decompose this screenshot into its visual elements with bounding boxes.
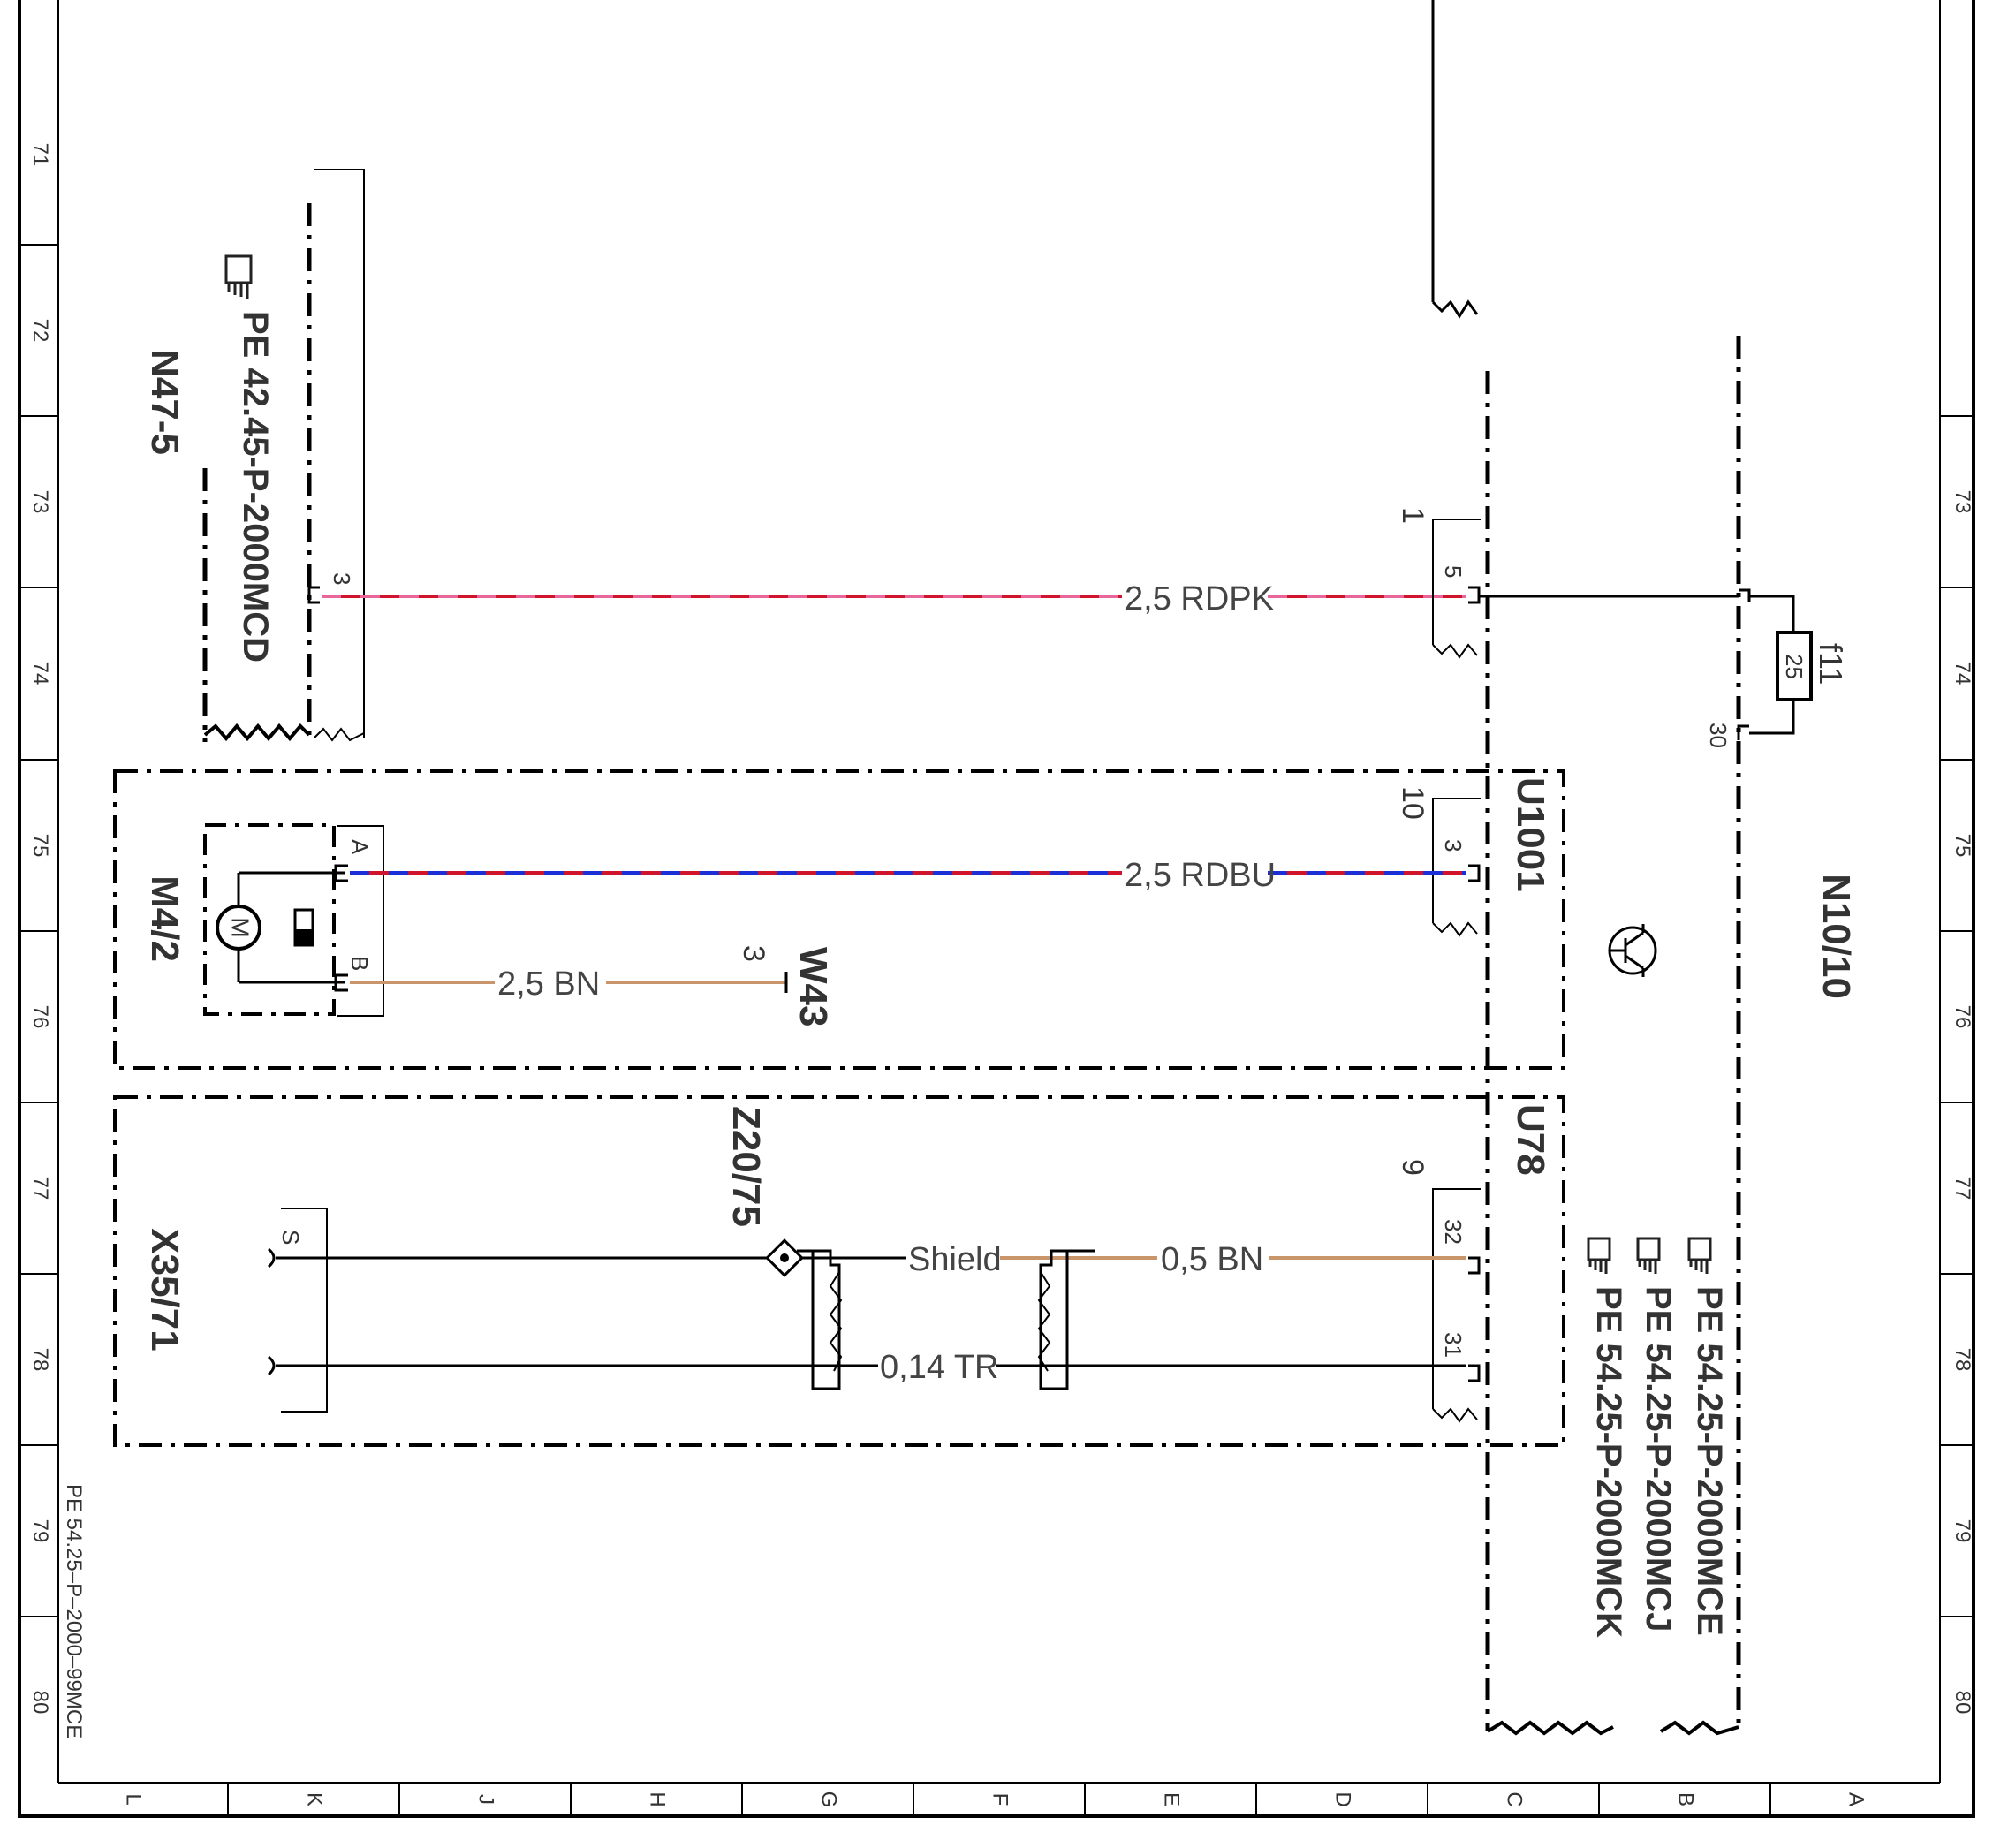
fuse-rating: 25	[1781, 654, 1807, 679]
n47-5-module: N47-5 PE 42.45-P-2000MCD 3	[143, 169, 365, 742]
u1001-label: U1001	[1509, 777, 1552, 892]
shield-wire-label: Shield	[908, 1241, 1002, 1278]
column-grid-bottom: L K J H G F E D C B A	[122, 1783, 1868, 1816]
connector-9-label: 9	[1396, 1159, 1429, 1176]
fuse-label: f11	[1813, 643, 1849, 685]
col-label-G: G	[817, 1791, 841, 1808]
m4-2-label: M4/2	[143, 875, 186, 962]
hand-pointer-icon	[1687, 1237, 1712, 1274]
n47-pin-number: 3	[329, 572, 355, 585]
hand-pointer-icon	[1636, 1237, 1661, 1274]
col-label-A: A	[1845, 1792, 1868, 1806]
wire-rdbu: 2,5 RDBU	[350, 857, 1466, 894]
hand-pointer-icon	[224, 254, 253, 299]
row-label-72: 72	[28, 319, 52, 343]
motor-symbol: M	[227, 917, 254, 937]
row-label-76: 76	[28, 1005, 52, 1029]
col-label-F: F	[989, 1793, 1012, 1806]
connector-1-pin: 5	[1440, 565, 1466, 578]
row-label-75: 75	[28, 834, 52, 858]
n47-5-reference: PE 42.45-P-2000MCD	[236, 311, 275, 663]
rdpk-wire-label: 2,5 RDPK	[1125, 580, 1274, 617]
connector-1-label: 1	[1396, 507, 1429, 524]
shield-connector-icon	[765, 1238, 804, 1277]
row-label-80-right: 80	[1951, 1691, 1974, 1715]
wire-from-top	[1431, 0, 1479, 319]
drawing-frame	[18, 0, 1975, 1818]
u1001-box: U1001 M4/2 A B M 2,5 RDBU	[113, 769, 1565, 1070]
connector-10-label: 10	[1396, 786, 1429, 820]
rdbu-wire-label: 2,5 RDBU	[1125, 857, 1276, 894]
row-label-79-right: 79	[1951, 1519, 1974, 1543]
col-label-L: L	[122, 1793, 146, 1805]
row-label-77-right: 77	[1951, 1177, 1974, 1200]
n10-10-module: 25 f11 30 N10/10 PE 54.25-P-2000MCE PE 5…	[1479, 336, 1858, 1736]
row-label-74-right: 74	[1951, 662, 1974, 685]
col-label-B: B	[1674, 1792, 1698, 1806]
col-label-D: D	[1331, 1791, 1355, 1806]
x35-pin-s: S	[277, 1230, 304, 1245]
w43-label: W43	[792, 947, 835, 1026]
col-label-C: C	[1503, 1791, 1527, 1806]
row-label-77: 77	[28, 1177, 52, 1200]
row-label-78: 78	[28, 1348, 52, 1372]
n10-10-reference-3: PE 54.25-P-2000MCK	[1589, 1286, 1628, 1638]
z20-75-label: Z20/75	[724, 1106, 768, 1227]
wire-rdpk: 2,5 RDPK	[322, 580, 1466, 617]
col-label-E: E	[1160, 1792, 1184, 1806]
row-label-71: 71	[28, 143, 52, 167]
switch-icon	[293, 908, 314, 947]
col-label-K: K	[303, 1792, 327, 1806]
connector-9-pin-32: 32	[1440, 1219, 1466, 1245]
bn-wire-label: 2,5 BN	[497, 966, 600, 1003]
connector-10-pin: 3	[1440, 839, 1466, 852]
row-label-73: 73	[28, 490, 52, 514]
row-grid-left: 71 72 73 74 75 76 77 78 79 80	[19, 143, 58, 1715]
col-label-H: H	[646, 1791, 670, 1806]
row-grid-right: 73 74 75 76 77 78 79 80	[1940, 415, 1974, 1715]
w43-pin: 3	[737, 945, 770, 962]
row-label-74: 74	[28, 662, 52, 685]
fuse-pin-30: 30	[1705, 723, 1732, 748]
n10-10-reference-1: PE 54.25-P-2000MCE	[1690, 1286, 1729, 1636]
row-label-78-right: 78	[1951, 1348, 1974, 1372]
tr-wire-label: 0,14 TR	[880, 1349, 998, 1386]
document-reference: PE 54.25–P–2000–99MCE	[62, 1484, 86, 1738]
transistor-icon	[1608, 924, 1657, 977]
row-label-75-right: 75	[1951, 834, 1974, 858]
row-label-73-right: 73	[1951, 490, 1974, 514]
hand-pointer-icon	[1587, 1237, 1611, 1274]
wire-bn: 2,5 BN	[350, 966, 788, 1003]
row-label-79: 79	[28, 1519, 52, 1543]
m4-pin-b: B	[346, 956, 373, 971]
row-label-76-right: 76	[1951, 1005, 1974, 1029]
n10-10-reference-2: PE 54.25-P-2000MCJ	[1639, 1286, 1678, 1632]
col-label-J: J	[474, 1794, 498, 1805]
x35-71-label: X35/71	[143, 1228, 186, 1351]
row-label-80: 80	[28, 1691, 52, 1715]
u78-box: U78 Z20/75 X35/71 S Shield 0,5 BN 0,14 T…	[113, 1095, 1565, 1447]
bn05-wire-label: 0,5 BN	[1161, 1241, 1263, 1278]
n10-10-label: N10/10	[1815, 874, 1858, 999]
m4-pin-a: A	[346, 839, 373, 855]
motor-icon: M	[216, 905, 261, 951]
c-column-module: 1 5 10 3 9 32 31	[1396, 371, 1614, 1736]
u78-label: U78	[1509, 1104, 1552, 1176]
n47-5-label: N47-5	[143, 349, 186, 455]
connector-9-pin-31: 31	[1440, 1332, 1466, 1358]
